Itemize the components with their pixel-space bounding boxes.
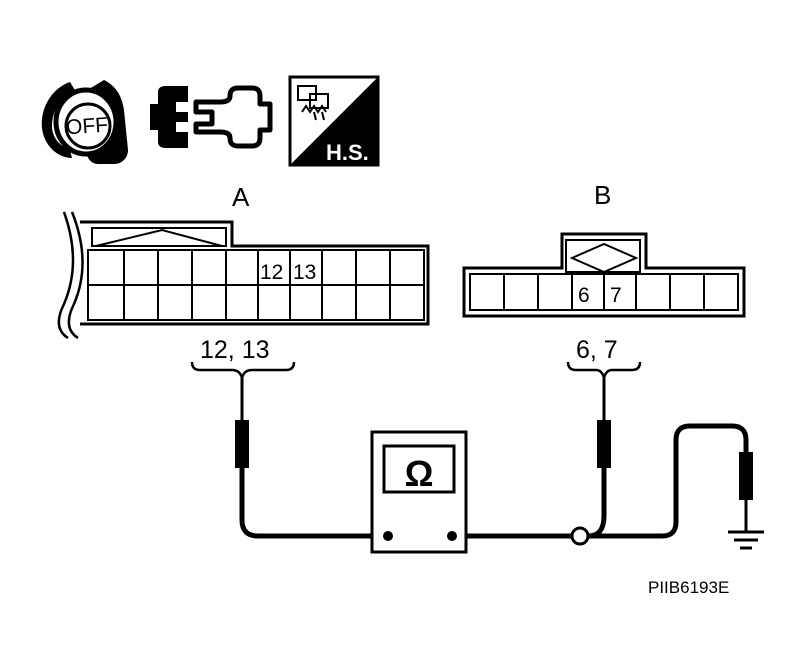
connector-b-pin-6: 6 — [578, 284, 590, 307]
ignition-key-off-icon: OFF — [41, 80, 128, 164]
connector-b-brace — [566, 361, 642, 379]
connector-a-pin-12: 12 — [260, 261, 283, 284]
ohmmeter-icon — [370, 430, 468, 554]
connector-a-pins-label: 12, 13 — [200, 336, 270, 364]
ground-icon — [728, 530, 764, 550]
connector-b-pin-7: 7 — [610, 284, 622, 307]
test-lead-left — [235, 378, 388, 539]
connector-a-pin-13: 13 — [293, 261, 316, 284]
connector-a — [57, 211, 430, 340]
connector-a-label: A — [232, 182, 250, 212]
figure-id: PIIB6193E — [648, 578, 729, 597]
connector-b-label: B — [594, 180, 611, 210]
connector-b-pins-label: 6, 7 — [576, 336, 618, 364]
connector-disconnect-icon — [150, 85, 273, 149]
test-lead-right — [452, 378, 753, 546]
connector-a-brace — [190, 361, 296, 379]
harness-side-icon: H.S. — [288, 75, 380, 167]
hs-text: H.S. — [326, 140, 369, 165]
connector-b — [462, 232, 746, 318]
ohm-symbol: Ω — [405, 453, 434, 494]
ignition-off-text: OFF — [65, 113, 109, 139]
